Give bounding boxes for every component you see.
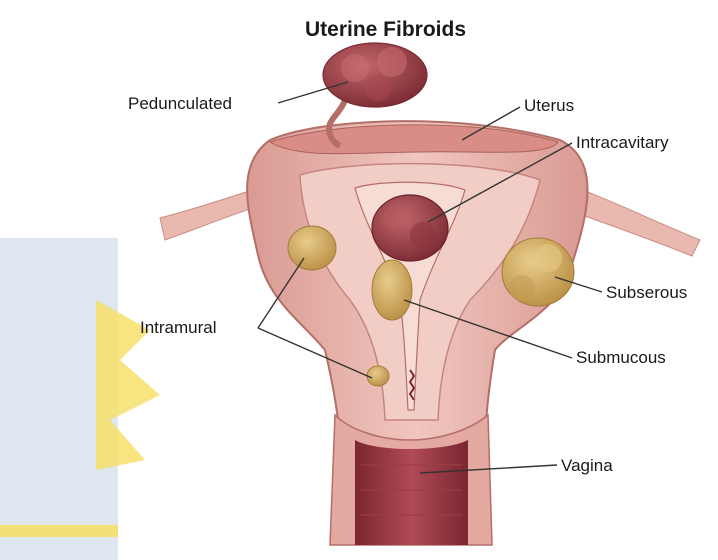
vagina-canal [355,440,468,545]
label-vagina: Vagina [561,456,613,475]
label-intracavitary: Intracavitary [576,133,669,152]
intracavitary-fibroid [372,195,448,261]
diagram-title: Uterine Fibroids [305,18,466,41]
label-pedunculated: Pedunculated [128,94,232,113]
subserous-fibroid [502,238,574,306]
watermark-yellow-bar [0,525,118,537]
label-uterus: Uterus [524,96,574,115]
label-submucous: Submucous [576,348,666,367]
label-intramural: Intramural [140,318,217,337]
intramural-fibroid-lower [367,366,389,386]
label-subserous: Subserous [606,283,687,302]
watermark [0,238,160,560]
submucous-fibroid [372,260,412,320]
intramural-fibroid-upper [288,226,336,270]
